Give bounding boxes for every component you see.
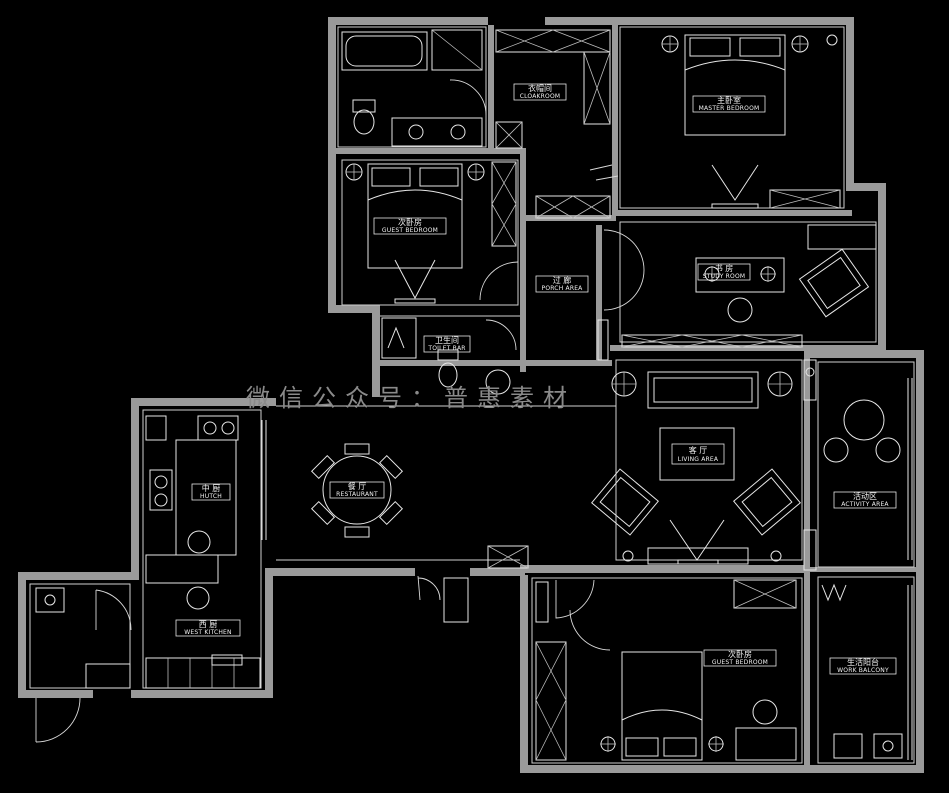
svg-text:TOILET BAR: TOILET BAR: [427, 345, 465, 352]
svg-text:生活阳台: 生活阳台: [847, 657, 879, 667]
svg-text:MASTER BEDROOM: MASTER BEDROOM: [699, 105, 760, 112]
toilet-bar: [381, 317, 517, 395]
walls: [18, 17, 924, 773]
restaurant: [310, 443, 529, 623]
service-room: [35, 587, 132, 743]
svg-text:过 廊: 过 廊: [553, 275, 572, 285]
study: [621, 224, 877, 348]
west-kitchen: [145, 654, 261, 689]
svg-text:LIVING AREA: LIVING AREA: [678, 456, 719, 463]
svg-text:次卧房: 次卧房: [728, 649, 752, 659]
svg-text:活动区: 活动区: [853, 491, 877, 501]
porch: [535, 164, 645, 361]
svg-text:PORCH AREA: PORCH AREA: [542, 285, 584, 292]
hutch: [145, 415, 267, 610]
svg-text:西 厨: 西 厨: [199, 620, 218, 629]
svg-text:餐 厅: 餐 厅: [348, 482, 367, 491]
bathroom-top: [341, 29, 487, 147]
svg-text:主卧室: 主卧室: [717, 95, 741, 105]
activity-area: [823, 378, 913, 560]
svg-text:ACTIVITY AREA: ACTIVITY AREA: [841, 501, 889, 508]
svg-text:CLOAKROOM: CLOAKROOM: [520, 93, 561, 100]
svg-text:WEST KITCHEN: WEST KITCHEN: [184, 629, 232, 636]
svg-text:次卧房: 次卧房: [398, 217, 422, 227]
work-balcony: [821, 583, 913, 760]
svg-text:客 厅: 客 厅: [689, 445, 708, 455]
svg-text:衣帽间: 衣帽间: [528, 83, 552, 93]
svg-text:WORK BALCONY: WORK BALCONY: [837, 667, 889, 674]
svg-text:GUEST BEDROOM: GUEST BEDROOM: [712, 659, 768, 666]
svg-text:GUEST BEDROOM: GUEST BEDROOM: [382, 227, 438, 234]
svg-text:RESTAURANT: RESTAURANT: [336, 491, 378, 498]
svg-text:HUTCH: HUTCH: [200, 493, 222, 500]
svg-text:卫生间: 卫生间: [435, 335, 459, 345]
watermark: 微信公众号：普惠素材: [246, 384, 576, 412]
svg-text:中 厨: 中 厨: [202, 483, 221, 493]
master-bedroom: [661, 34, 841, 209]
living-area: [591, 359, 817, 571]
svg-text:书 房: 书 房: [715, 263, 734, 273]
guest-bedroom-top: [345, 161, 519, 304]
cloakroom: [495, 29, 611, 149]
svg-text:STUDY ROOM: STUDY ROOM: [703, 273, 746, 280]
inner-lines: [29, 26, 915, 764]
guest-bedroom-bottom: [535, 579, 797, 761]
